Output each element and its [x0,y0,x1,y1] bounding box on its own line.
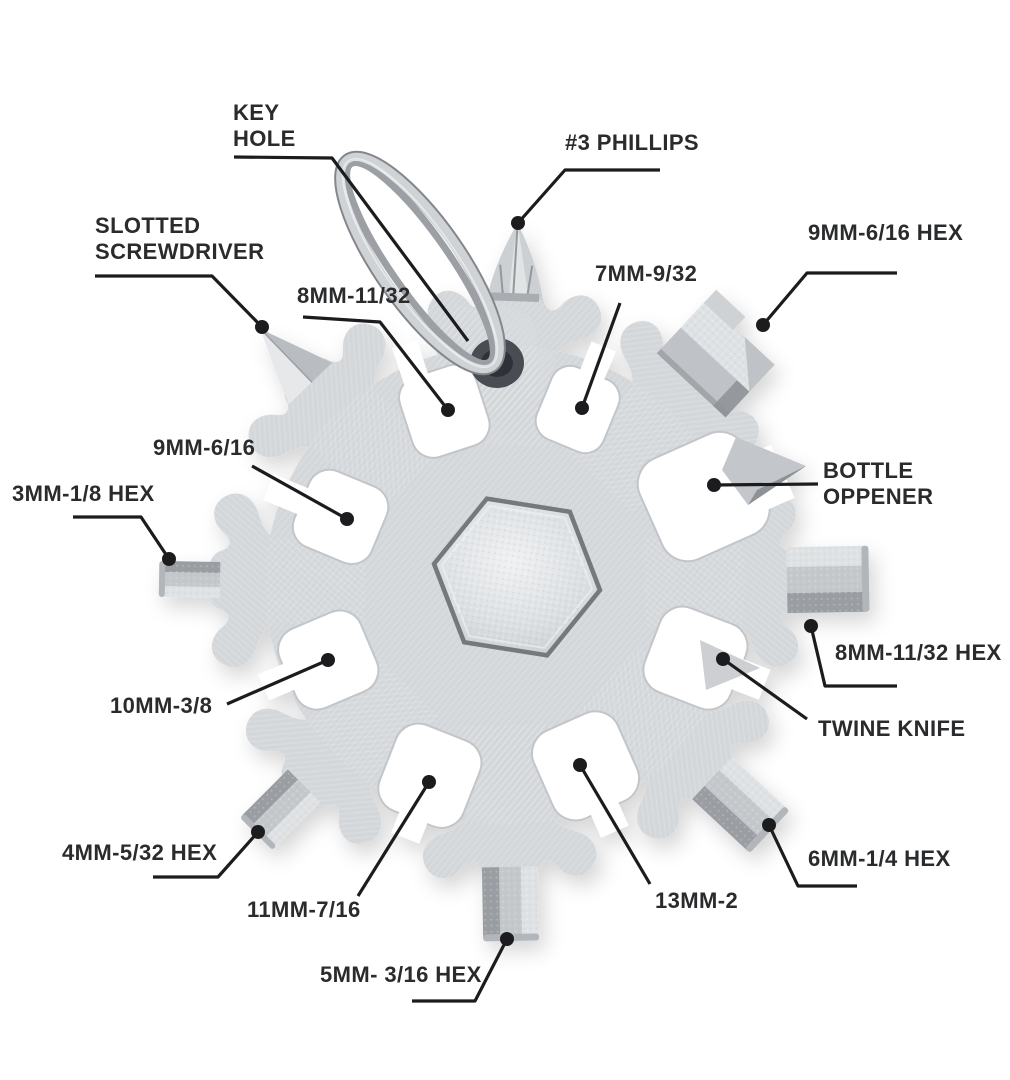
callout-line-key-hole [233,155,470,342]
callout-line-wrench-10mm [226,658,329,706]
callout-dot-hex-4mm [251,825,265,839]
callout-line-wrench-13mm [578,764,652,885]
callout-dot-wrench-8mm [441,403,455,417]
label-phillips-3: #3 PHILLIPS [565,130,699,155]
label-wrench-11mm: 11MM-7/16 [247,897,361,922]
callout-line-bottle-opener [713,482,819,487]
label-hex-4mm: 4MM-5/32 HEX [62,840,218,865]
callout-dot-bottle-opener [707,478,721,492]
callout-dot-hex-8mm-right [804,619,818,633]
label-key-hole: KEY HOLE [233,100,296,151]
callout-line-hex-5mm [412,938,509,1003]
callout-dot-wrench-10mm [321,653,335,667]
phillips-bit [486,223,543,303]
callout-dot-twine-knife [716,652,730,666]
label-hex-5mm: 5MM- 3/16 HEX [320,962,482,987]
twine-knife-cutout [642,605,771,711]
label-hex-9mm-616-right: 9MM-6/16 HEX [808,220,964,245]
label-bottle-opener: BOTTLE OPPENER [823,458,934,509]
label-wrench-7mm: 7MM-9/32 [595,261,698,286]
callout-line-hex-4mm [153,830,260,879]
label-wrench-13mm: 13MM-2 [655,888,739,913]
label-hex-6mm: 6MM-1/4 HEX [808,846,951,871]
callout-line-phillips-3 [516,168,660,225]
label-hex-3mm: 3MM-1/8 HEX [12,481,155,506]
callout-dot-wrench-13mm [573,758,587,772]
callout-line-hex-3mm [73,515,171,560]
label-hex-8mm-right: 8MM-11/32 HEX [835,640,1002,665]
callout-dot-phillips-3 [511,216,525,230]
slotted-screwdriver-tip [259,328,333,405]
callout-dot-wrench-7mm [575,401,589,415]
hex-bit-8mm [786,545,870,614]
hex-bit-3mm [158,561,221,599]
callout-dot-wrench-11mm [422,775,436,789]
callout-line-wrench-9mm [251,464,348,521]
callout-dot-slotted-screwdriver [255,320,269,334]
callout-line-hex-9mm-616-right [761,271,897,327]
callout-lines [73,155,897,1003]
label-wrench-8mm: 8MM-11/32 [297,283,411,308]
callout-line-slotted-screwdriver [95,274,264,329]
callout-dot-hex-3mm [162,552,176,566]
label-wrench-10mm: 10MM-3/8 [110,693,213,718]
center-hex-recess [431,496,603,658]
hex-bit-4mm [241,769,321,849]
callout-dot-wrench-9mm [340,512,354,526]
label-twine-knife: TWINE KNIFE [818,716,966,741]
label-slotted-screwdriver: SLOTTED SCREWDRIVER [95,213,265,264]
callout-line-twine-knife [722,657,808,721]
callout-line-wrench-11mm [356,781,431,897]
callout-line-hex-6mm [767,824,857,888]
hex-bit-5mm [481,866,540,942]
callout-line-wrench-7mm [580,302,622,409]
hex-socket-9mm [656,289,775,418]
callout-line-wrench-8mm [302,315,450,411]
key-ring [334,150,506,376]
label-wrench-9mm: 9MM-6/16 [153,435,256,460]
callout-dot-hex-9mm-616-right [756,318,770,332]
callout-dot-hex-6mm [762,818,776,832]
callout-line-hex-8mm-right [809,625,897,688]
callout-dot-hex-5mm [500,932,514,946]
